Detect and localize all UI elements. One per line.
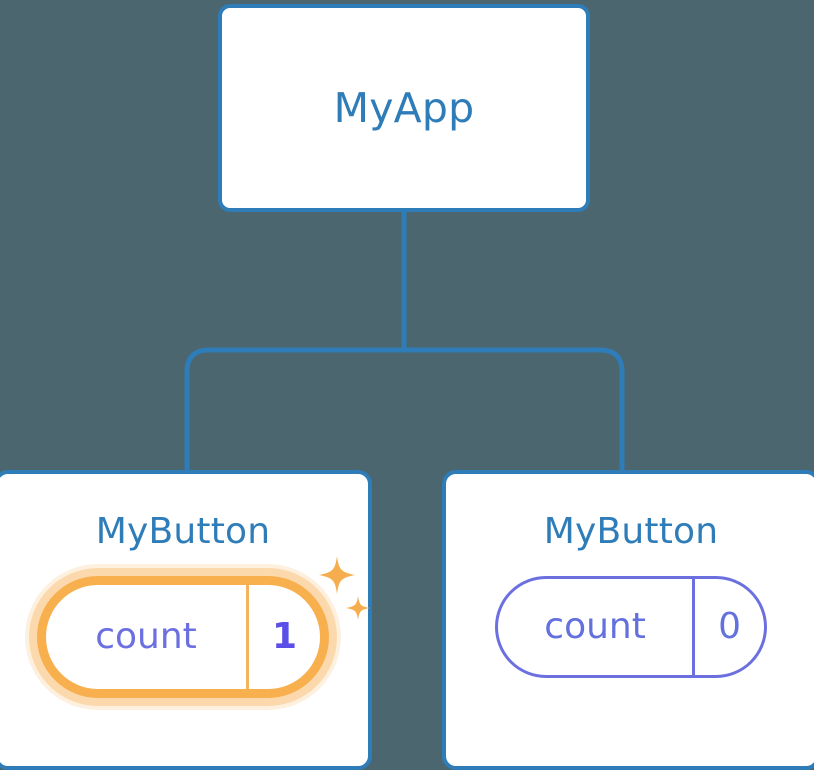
node-mybutton-0[interactable]: MyButton count 1 — [0, 470, 372, 770]
node-myapp-title: MyApp — [333, 83, 475, 132]
diagram-canvas: MyApp MyButton count 1 MyButton count 0 — [0, 4, 814, 770]
state-value-1: 0 — [692, 579, 764, 675]
node-mybutton-1-title: MyButton — [543, 511, 719, 552]
sparkle-small-icon — [346, 596, 370, 620]
state-pill-1[interactable]: count 0 — [495, 576, 767, 678]
state-pill-wrap-1: count 0 — [495, 576, 767, 678]
state-value-0: 1 — [246, 585, 320, 689]
state-pill-0[interactable]: count 1 — [37, 576, 329, 698]
node-mybutton-0-title: MyButton — [95, 511, 271, 552]
sparkle-large-icon — [319, 556, 355, 594]
state-key-0: count — [95, 616, 197, 657]
state-key-1: count — [544, 606, 646, 647]
node-mybutton-1[interactable]: MyButton count 0 — [442, 470, 814, 770]
state-pill-wrap-0: count 1 — [37, 556, 370, 698]
node-myapp[interactable]: MyApp — [218, 4, 590, 212]
connector-branch-bus — [184, 347, 625, 472]
